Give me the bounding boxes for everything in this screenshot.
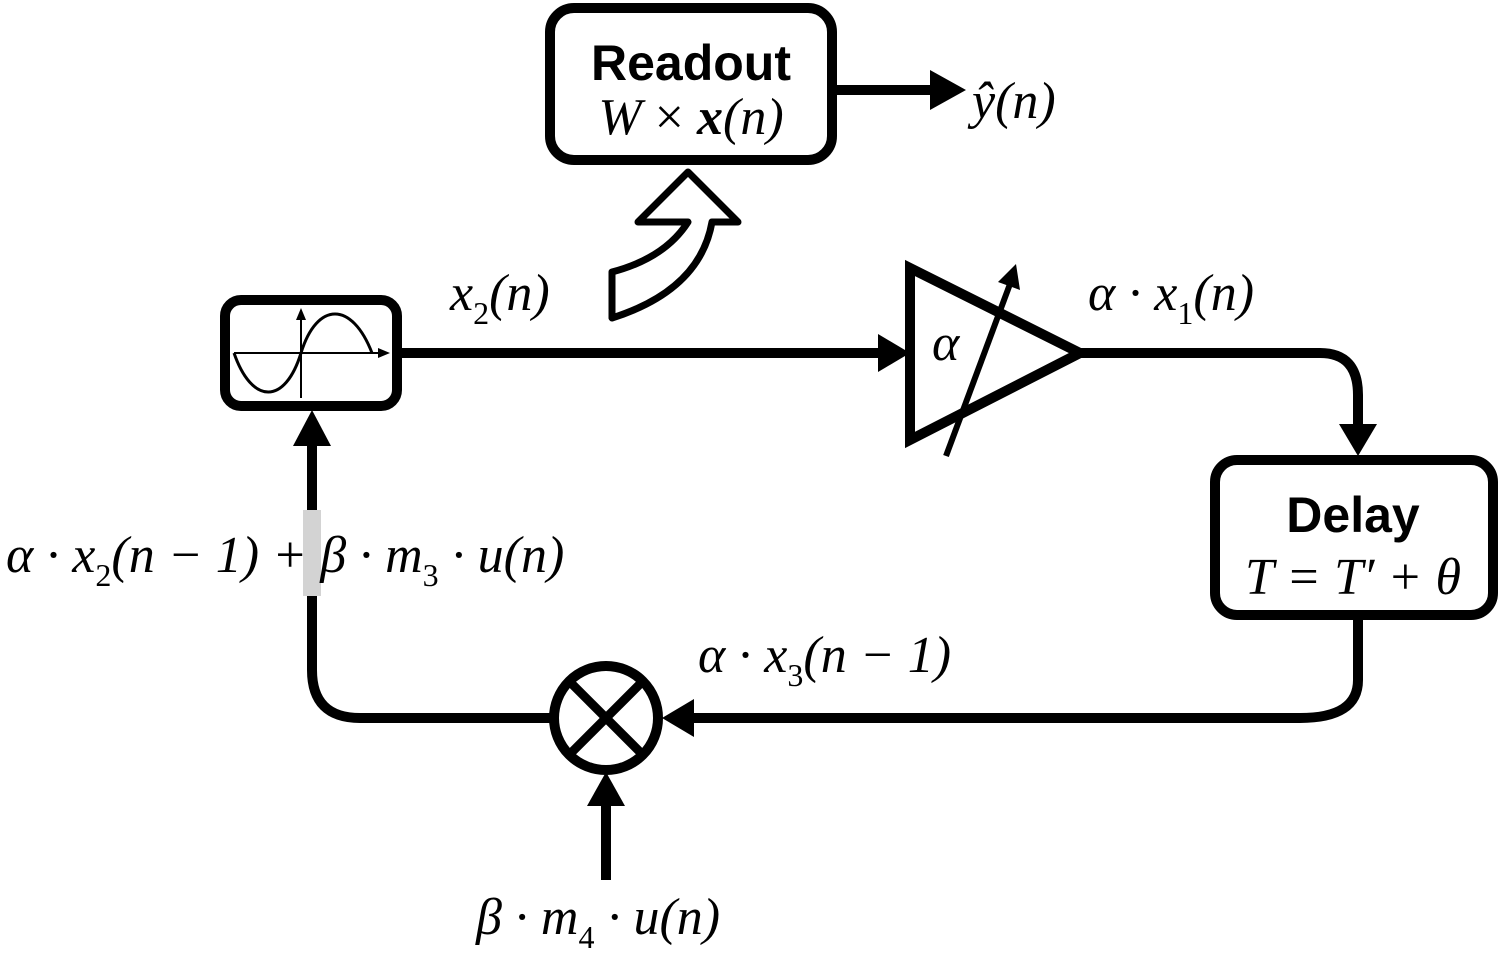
readout-title: Readout [591,35,791,91]
output-signal-label: ŷ(n) [967,73,1056,130]
readout-output-arrow [832,70,966,110]
readout-formula: W × x(n) [598,89,783,146]
sine-wave-icon [232,308,390,398]
nonlinear-node [220,295,402,411]
feedback-sum-label: α · x2(n − 1) + β · m3 · u(n) [6,527,564,593]
delay-title: Delay [1286,487,1420,543]
delay-formula: T = T′ + θ [1245,549,1461,606]
input-signal-label: β · m4 · u(n) [475,889,720,955]
amplifier-to-delay-arrow [1080,348,1377,456]
curved-arrow-icon [608,168,742,322]
x2-signal-label: x2(n) [449,265,550,331]
input-to-mixer-arrow [587,772,625,880]
alpha-x1-signal-label: α · x1(n) [1088,265,1254,331]
mixer-to-node-arrow [293,410,554,723]
variable-gain-amplifier-icon: α [905,259,1092,458]
feedback-highlight [303,510,321,596]
node-to-amplifier-arrow [397,334,910,372]
multiply-circle-icon [549,661,663,775]
amplifier-gain-symbol: α [932,315,961,372]
alpha-x3-signal-label: α · x3(n − 1) [698,627,951,693]
readout-block: Readout W × x(n) [545,3,837,165]
delay-block: Delay T = T′ + θ [1210,455,1498,620]
delay-to-mixer-arrow [662,615,1363,737]
